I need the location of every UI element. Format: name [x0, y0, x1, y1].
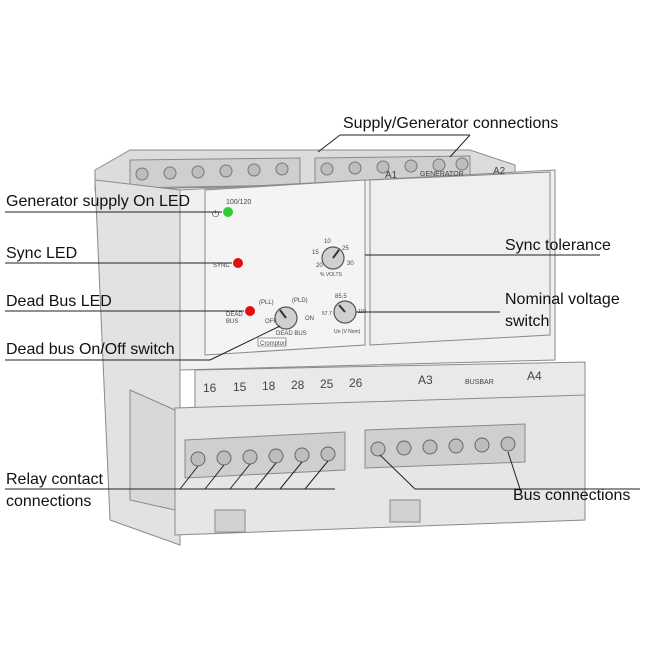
- tol-mark: 10: [324, 239, 331, 245]
- terminal-number: 16: [203, 381, 217, 395]
- top-terminal-labels: A1 GENERATOR A2: [385, 166, 506, 181]
- label-bus-connections: Bus connections: [513, 487, 631, 504]
- leader-supply-a: [317, 134, 341, 153]
- terminal-number: 26: [349, 376, 363, 390]
- pll-right-text: (PLD): [292, 298, 308, 304]
- bottom-terminal-screws: [190, 436, 516, 467]
- label-generator-led: Generator supply On LED: [6, 193, 191, 210]
- label-nominal-voltage-1: Nominal voltage: [505, 291, 620, 308]
- tol-mark: 20: [316, 263, 323, 269]
- dead-bus-text: DEAD: [226, 312, 243, 318]
- off-text: OFF: [265, 319, 277, 325]
- sel-top-text: 85.5: [335, 294, 347, 300]
- tol-mark: 25: [342, 246, 349, 252]
- volts-unit-text: % VOLTS: [320, 272, 343, 278]
- terminal-number: 28: [291, 378, 305, 392]
- brand-text: Crompton: [260, 341, 286, 347]
- label-relay-2: connections: [6, 493, 92, 510]
- label-relay-1: Relay contact: [6, 471, 103, 488]
- busbar-text: BUSBAR: [465, 379, 494, 386]
- dead-bus-text: BUS: [226, 319, 238, 325]
- tol-mark: 30: [347, 261, 354, 267]
- label-supply-generator: Supply/Generator connections: [343, 115, 559, 132]
- leader-supply-b: [449, 134, 471, 158]
- dead-bus-led: [245, 306, 255, 316]
- leader-dead-bus-switch-diag: [209, 325, 281, 361]
- top-terminal-screws: [135, 157, 469, 181]
- tol-mark: 15: [312, 250, 319, 256]
- sync-led: [233, 258, 243, 268]
- terminal-number-strip: 16 15 18 28 25 26 A3 BUSBAR A4: [203, 369, 542, 395]
- label-dead-bus-switch: Dead bus On/Off switch: [6, 341, 175, 358]
- device-housing: [94, 149, 586, 546]
- on-text: ON: [305, 316, 314, 322]
- terminal-a1: A1: [385, 170, 398, 181]
- front-panel: 100/120 ⏻ SYNC DEAD BUS (PLL) (PLD) OFF …: [212, 199, 366, 347]
- terminal-a4: A4: [527, 369, 542, 383]
- leader-bus-fan: [379, 451, 521, 490]
- model-text: 100/120: [226, 199, 251, 206]
- leader-relay-fan: [179, 460, 329, 490]
- terminal-number: 18: [262, 379, 276, 393]
- pll-left-text: (PLL): [259, 300, 274, 306]
- terminal-number: 15: [233, 380, 247, 394]
- leader-lines: [5, 134, 640, 490]
- generator-led: [223, 207, 233, 217]
- label-dead-bus-led: Dead Bus LED: [6, 293, 112, 310]
- label-sync-led: Sync LED: [6, 245, 78, 262]
- terminal-a3: A3: [418, 373, 433, 387]
- power-icon: ⏻: [212, 209, 219, 219]
- un-label: Un (V Nom): [334, 329, 361, 335]
- dead-bus-knob-text: DEAD BUS: [276, 331, 307, 337]
- terminal-number: 25: [320, 377, 334, 391]
- label-nominal-voltage-2: switch: [505, 313, 550, 330]
- sync-text: SYNC: [213, 263, 230, 269]
- label-sync-tolerance: Sync tolerance: [505, 237, 611, 254]
- generator-text: GENERATOR: [420, 171, 464, 178]
- sel-left-text: 57.7: [322, 311, 332, 317]
- terminal-a2: A2: [493, 166, 506, 177]
